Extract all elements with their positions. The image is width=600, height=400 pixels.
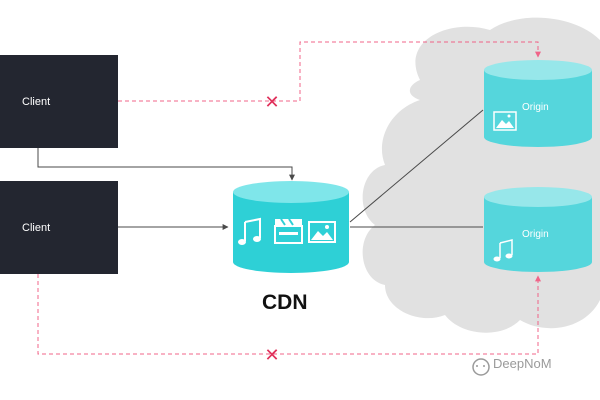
cdn-to-origin-top-line <box>349 109 484 223</box>
image-icon <box>493 111 517 131</box>
client-box-top: Client <box>0 55 118 148</box>
blocked-path-bottom <box>37 274 541 355</box>
origin-label-top: Origin <box>522 102 549 113</box>
wechat-watermark-icon <box>472 358 490 376</box>
client-top-to-cdn-line <box>37 148 295 181</box>
music-note-icon <box>238 217 261 245</box>
client-label: Client <box>22 221 51 234</box>
origin-label-bottom: Origin <box>522 229 549 240</box>
blocked-x-icon-top: ✕ <box>264 92 279 113</box>
image-icon <box>308 221 336 243</box>
origin-top-cylinder <box>484 60 592 147</box>
blocked-x-icon-bottom: ✕ <box>264 345 279 366</box>
cdn-cylinder <box>233 181 349 273</box>
origin-bottom-cylinder <box>484 187 592 272</box>
music-note-icon <box>493 239 513 262</box>
blocked-path-top <box>118 41 541 102</box>
watermark-text: DeepNoM <box>493 356 552 371</box>
client-box-bottom: Client <box>0 181 118 274</box>
client-label: Client <box>22 95 51 108</box>
video-clapper-icon <box>274 218 303 244</box>
cdn-label: CDN <box>262 291 308 314</box>
